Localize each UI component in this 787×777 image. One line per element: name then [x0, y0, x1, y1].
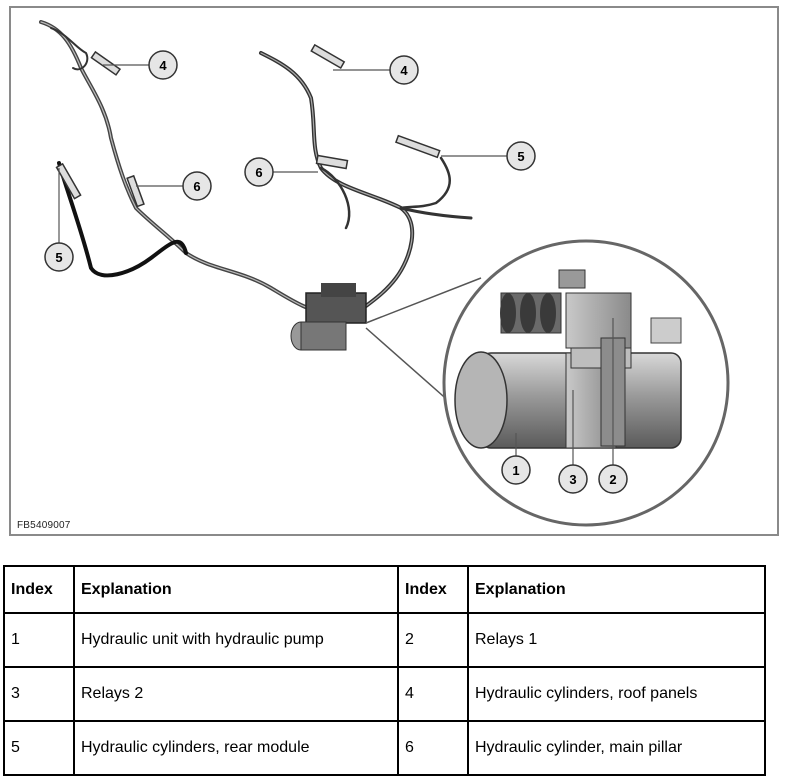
explanation-cell: Hydraulic unit with hydraulic pump — [73, 612, 399, 668]
header-index-2: Index — [397, 565, 469, 614]
svg-text:3: 3 — [569, 472, 576, 487]
svg-text:1: 1 — [512, 463, 519, 478]
table-row: 3 Relays 2 4 Hydraulic cylinders, roof p… — [3, 666, 766, 722]
callout-6-left: 6 — [182, 171, 212, 201]
table-row: 1 Hydraulic unit with hydraulic pump 2 R… — [3, 612, 766, 668]
index-cell: 6 — [397, 720, 469, 776]
hydraulic-unit-enlarged — [454, 269, 682, 473]
legend-header-row: Index Explanation Index Explanation — [3, 565, 766, 614]
explanation-cell: Hydraulic cylinders, rear module — [73, 720, 399, 776]
svg-text:5: 5 — [55, 250, 62, 265]
explanation-cell: Hydraulic cylinder, main pillar — [467, 720, 766, 776]
hydraulic-unit-small — [290, 283, 367, 351]
callout-5-left: 5 — [44, 242, 74, 272]
legend-table: Index Explanation Index Explanation 1 Hy… — [3, 565, 766, 776]
hydraulic-lines — [39, 20, 473, 320]
svg-text:6: 6 — [193, 179, 200, 194]
callout-leaders — [58, 64, 507, 243]
svg-text:5: 5 — [517, 149, 524, 164]
index-cell: 3 — [3, 666, 75, 722]
callout-6-right: 6 — [244, 157, 274, 187]
callout-1: 1 — [501, 455, 531, 485]
index-cell: 4 — [397, 666, 469, 722]
callout-4-left: 4 — [148, 50, 178, 80]
callout-3: 3 — [558, 464, 588, 494]
harness-components — [55, 43, 441, 208]
diagram-figure: 4 4 5 6 6 5 1 3 — [9, 6, 779, 536]
callout-4-right: 4 — [389, 55, 419, 85]
wiring-diagram: 4 4 5 6 6 5 1 3 — [39, 20, 730, 527]
header-index: Index — [3, 565, 75, 614]
svg-text:2: 2 — [609, 472, 616, 487]
explanation-cell: Relays 2 — [73, 666, 399, 722]
explanation-cell: Hydraulic cylinders, roof panels — [467, 666, 766, 722]
svg-text:4: 4 — [400, 63, 408, 78]
header-explanation: Explanation — [73, 565, 399, 614]
callout-2: 2 — [598, 464, 628, 494]
figure-code: FB5409007 — [17, 520, 71, 531]
svg-text:6: 6 — [255, 165, 262, 180]
header-explanation-2: Explanation — [467, 565, 766, 614]
explanation-cell: Relays 1 — [467, 612, 766, 668]
table-row: 5 Hydraulic cylinders, rear module 6 Hyd… — [3, 720, 766, 776]
index-cell: 2 — [397, 612, 469, 668]
index-cell: 5 — [3, 720, 75, 776]
index-cell: 1 — [3, 612, 75, 668]
callout-5-right: 5 — [506, 141, 536, 171]
svg-text:4: 4 — [159, 58, 167, 73]
